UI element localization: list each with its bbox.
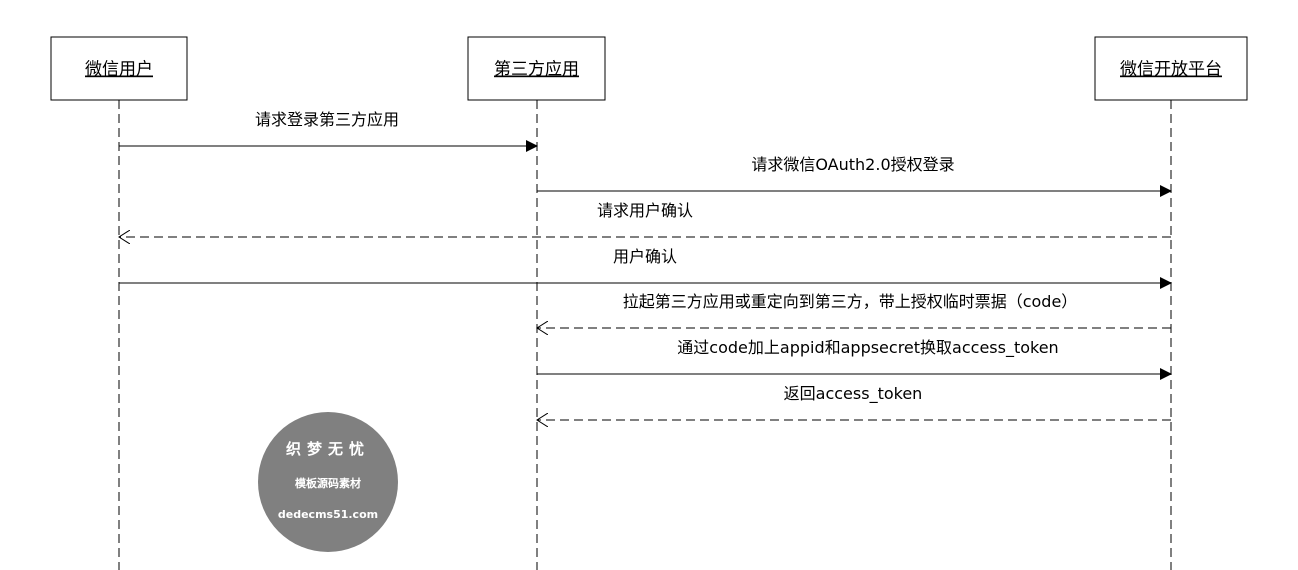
message-label-5: 拉起第三方应用或重定向到第三方，带上授权临时票据（code）: [623, 292, 1078, 311]
actor-box-app: [467, 36, 606, 101]
watermark-circle: [258, 412, 398, 552]
actor-box-platform: [1094, 36, 1248, 101]
message-label-6: 通过code加上appid和appsecret换取access_token: [677, 338, 1058, 358]
message-label-3: 请求用户确认: [597, 201, 693, 220]
watermark-line1: 织梦无忧: [286, 440, 370, 458]
actor-label-app: 第三方应用: [494, 60, 579, 80]
actor-label-platform: 微信开放平台: [1120, 60, 1222, 80]
message-label-1: 请求登录第三方应用: [255, 110, 399, 129]
watermark-line3: dedecms51.com: [278, 508, 378, 521]
watermark-line2: 模板源码素材: [295, 476, 361, 490]
actor-box-user: [50, 36, 188, 101]
actor-label-user: 微信用户: [85, 60, 153, 80]
message-label-7: 返回access_token: [784, 384, 923, 404]
message-label-2: 请求微信OAuth2.0授权登录: [751, 155, 954, 174]
message-label-4: 用户确认: [613, 247, 677, 266]
